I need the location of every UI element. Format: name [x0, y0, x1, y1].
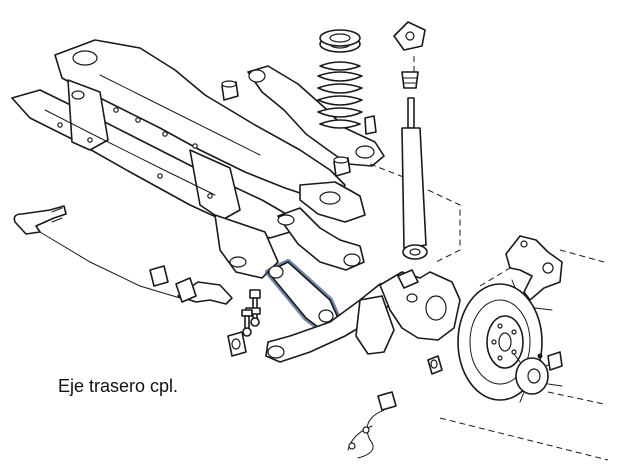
wheel-knuckle: [355, 269, 461, 355]
bushing: [427, 355, 443, 375]
bushing: [227, 331, 247, 357]
stabilizer-bushing: [149, 265, 197, 303]
upper-lateral-arm: [277, 207, 365, 271]
bolt: [245, 289, 261, 327]
upper-control-arm: [247, 65, 385, 167]
rear-subframe: [11, 39, 366, 279]
bushing: [333, 156, 351, 177]
leader-lines: [339, 56, 609, 461]
assembly-caption: Eje trasero cpl.: [50, 372, 215, 400]
abs-sensor-cable: [347, 391, 397, 459]
wheel-hub: [513, 351, 563, 403]
stabilizer-bar: [13, 205, 233, 305]
shock-absorber: [401, 97, 428, 260]
rear-lower-control-arm[interactable]: [265, 259, 341, 333]
bump-stop: [401, 71, 419, 89]
shock-top-mount: [393, 21, 426, 51]
coil-spring: [317, 29, 377, 135]
bushing: [221, 80, 239, 101]
bolt: [241, 309, 253, 337]
